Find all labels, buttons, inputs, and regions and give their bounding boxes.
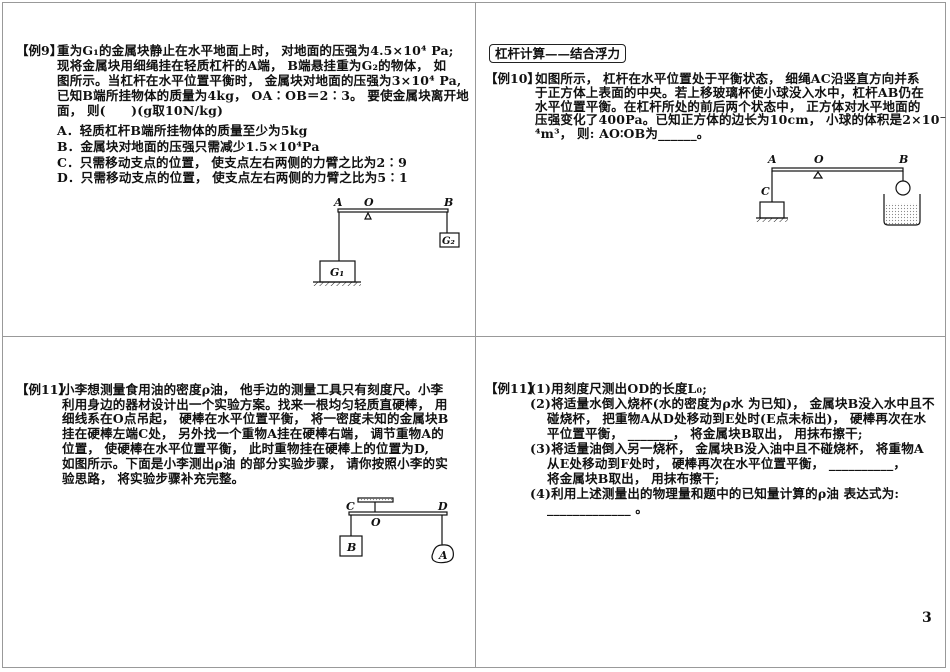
problem-line: 如图所示。下面是小李测出ρ油 的部分实验步骤， 请你按照小李的实 (62, 456, 448, 471)
topic-box: 杠杆计算——结合浮力 (489, 44, 627, 63)
label-c: C (346, 500, 355, 513)
problem-line: 已知B端所挂物体的质量为4kg， OA∶OB＝2∶3。 要使金属块离开地 (57, 88, 470, 103)
block-g2 (439, 232, 460, 248)
block-b (339, 535, 363, 557)
example-tag: 【例11】 (16, 382, 71, 397)
lever-figure-10 (756, 167, 921, 226)
problem-line: 小李想测量食用油的密度ρ油， 他手边的测量工具只有刻度尺。小李 (62, 382, 444, 397)
problem-line: 位置， 使硬棒在水平位置平衡， 此时重物挂在硬棒上的位置为D, (62, 441, 430, 456)
lever-figure-11 (339, 497, 454, 564)
ground-hatch (313, 282, 361, 286)
option-b: B．金属块对地面的压强只需减少1.5×10⁴Pa (57, 139, 320, 154)
lever-bar (337, 208, 449, 213)
example-tag: 【例10】 (485, 71, 540, 86)
option-a: A．轻质杠杆B端所挂物体的质量至少为5kg (57, 123, 308, 138)
label-d: D (437, 500, 448, 513)
step-4: (4)利用上述测量出的物理量和题中的已知量计算的ρ油 表达式为: (530, 486, 900, 501)
problem-line: 压强变化了400Pa。已知正方体的边长为10cm， 小球的体积是2×10⁻ (535, 112, 947, 127)
beaker (883, 194, 921, 226)
ball (895, 180, 911, 196)
problem-line: 验思路， 将实验步骤补充完整。 (62, 471, 245, 486)
fulcrum-icon (812, 170, 824, 179)
problem-line: ⁴m³， 则: AO∶OB为______。 (535, 126, 710, 141)
support-bar (357, 497, 394, 503)
problem-line: 挂在硬棒左端C处， 另外找一个重物A挂在硬棒右端， 调节重物A的 (62, 426, 444, 441)
label-o: O (814, 153, 824, 166)
problem-line: 水平位置平衡。在杠杆所处的前后两个状态中， 正方体对水平地面的 (535, 99, 921, 114)
option-c: C．只需移动支点的位置， 使支点左右两侧的力臂之比为2∶9 (57, 155, 407, 170)
label-b: B (898, 153, 908, 166)
step-2-cont: 平位置平衡， _______， 将金属块B取出， 用抹布擦干; (547, 426, 863, 441)
cube (759, 201, 785, 219)
step-3: (3)将适量油倒入另一烧杯， 金属块B没入油中且不碰烧杯， 将重物A (530, 441, 924, 456)
weight-a (431, 544, 454, 564)
label-c: C (761, 185, 770, 198)
label-g1: G₁ (330, 266, 344, 279)
problem-line: 重为G₁的金属块静止在水平地面上时， 对地面的压强为4.5×10⁴ Pa; (57, 43, 454, 58)
fulcrum-icon (364, 211, 372, 220)
label-o: O (371, 516, 381, 529)
label-g2: G₂ (442, 236, 456, 247)
label-o: O (364, 196, 374, 209)
problem-line: 图所示。当杠杆在水平位置平衡时， 金属块对地面的压强为3×10⁴ Pa, (57, 73, 462, 88)
label-b: B (443, 196, 453, 209)
water (885, 203, 919, 225)
label-a: A (438, 549, 448, 562)
step-2: (2)将适量水倒入烧杯(水的密度为ρ水 为已知)， 金属块B没入水中且不 (530, 396, 935, 411)
example-tag: 【例11】 (485, 381, 540, 396)
problem-line: 细线系在O点吊起， 硬棒在水平位置平衡， 将一密度未知的金属块B (62, 411, 449, 426)
lever-bar (771, 167, 904, 172)
option-d: D．只需移动支点的位置， 使支点左右两侧的力臂之比为5∶1 (57, 170, 408, 185)
label-a: A (333, 196, 343, 209)
step-4-answer-blank: _____________ 。 (547, 501, 649, 516)
example-tag: 【例9】 (16, 43, 63, 58)
lever-bar (348, 511, 448, 516)
step-3-cont: 从E处移动到F处时， 硬棒再次在水平位置平衡， __________， (547, 456, 907, 471)
step-2-cont: 碰烧杯， 把重物A从D处移动到E处时(E点未标出)， 硬棒再次在水 (547, 411, 927, 426)
problem-line: 面， 则( )(g取10N/kg) (57, 103, 224, 118)
problem-line: 如图所示， 杠杆在水平位置处于平衡状态， 细绳AC沿竖直方向并系 (535, 71, 920, 86)
page-number: 3 (922, 610, 932, 626)
label-b: B (346, 541, 356, 554)
step-1: (1)用刻度尺测出OD的长度L₀; (530, 381, 708, 396)
vertical-divider (475, 2, 476, 668)
problem-line: 于正方体上表面的中央。若上移玻璃杯使小球没入水中，杠杆AB仍在 (535, 85, 924, 100)
label-a: A (767, 153, 777, 166)
lever-figure-9 (313, 208, 460, 286)
step-3-cont: 将金属块B取出， 用抹布擦干; (547, 471, 720, 486)
problem-line: 现将金属块用细绳挂在轻质杠杆的A端， B端悬挂重为G₂的物体， 如 (57, 58, 447, 73)
problem-line: 利用身边的器材设计出一个实验方案。找来一根均匀轻质直硬棒， 用 (62, 397, 448, 412)
horizontal-divider (2, 336, 946, 337)
ground-hatch (756, 218, 788, 222)
